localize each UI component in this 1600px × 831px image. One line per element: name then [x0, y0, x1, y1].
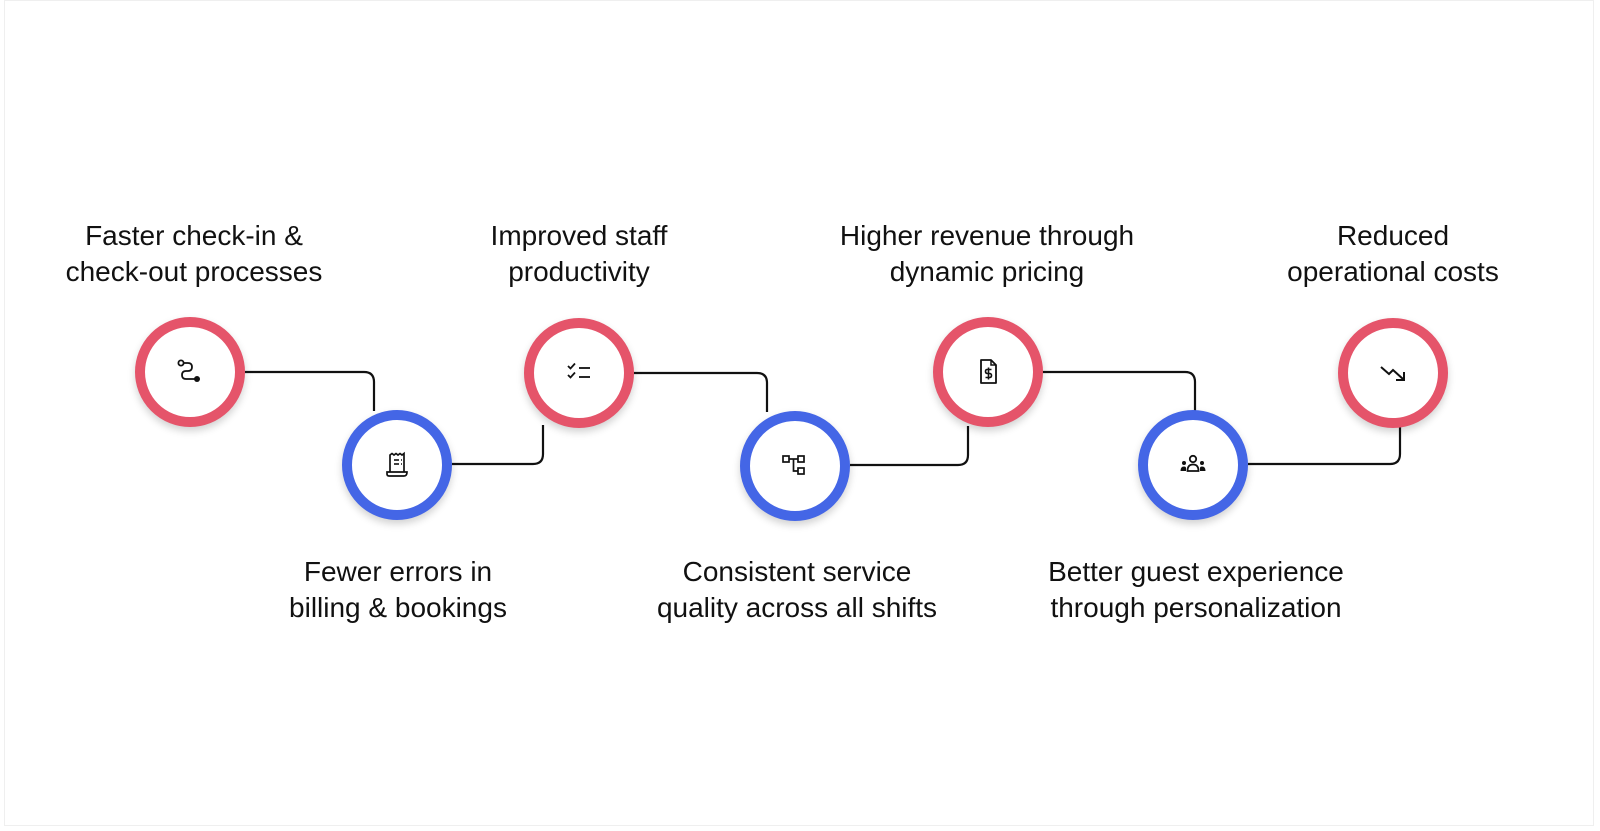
step-2-line1: Fewer errors in — [303, 556, 493, 587]
step-3-line1: Improved staff — [490, 220, 668, 251]
step-2-node — [342, 410, 452, 520]
step-2-line2: billing & bookings — [289, 592, 507, 623]
connector-6-7 — [1248, 426, 1402, 466]
step-1-line1: Faster check-in & — [85, 220, 303, 251]
step-1-label: Faster check-in & check-out processes — [14, 218, 374, 290]
step-3-label: Improved staff productivity — [399, 218, 759, 290]
step-6-line2: through personalization — [1050, 592, 1342, 623]
connector-4-5 — [850, 426, 970, 467]
trend-down-icon — [1380, 366, 1405, 381]
diagram-frame — [4, 0, 1594, 826]
step-1-node — [135, 317, 245, 427]
step-4-label: Consistent service quality across all sh… — [617, 554, 977, 626]
step-4-line2: quality across all shifts — [656, 592, 938, 623]
route-icon — [177, 359, 200, 382]
invoice-dollar-icon — [980, 359, 997, 384]
connector-5-6 — [1042, 370, 1197, 411]
step-6-line1: Better guest experience — [1048, 556, 1344, 587]
step-2-label: Fewer errors in billing & bookings — [218, 554, 578, 626]
step-3-line2: productivity — [508, 256, 650, 287]
step-7-line1: Reduced — [1336, 220, 1450, 251]
step-5-label: Higher revenue through dynamic pricing — [807, 218, 1167, 290]
step-5-node — [933, 317, 1043, 427]
step-6-label: Better guest experience through personal… — [1016, 554, 1376, 626]
receipt-icon — [386, 451, 408, 477]
connector-2-3 — [452, 425, 545, 466]
step-6-node — [1138, 410, 1248, 520]
step-7-line2: operational costs — [1287, 256, 1499, 287]
step-4-line1: Consistent service — [682, 556, 912, 587]
group-icon — [1180, 454, 1206, 472]
step-5-line2: dynamic pricing — [889, 256, 1085, 287]
step-7-node — [1338, 318, 1448, 428]
checklist-icon — [567, 362, 590, 379]
connector-1-2 — [245, 370, 376, 411]
step-5-line1: Higher revenue through — [839, 220, 1135, 251]
step-4-node — [740, 411, 850, 521]
step-7-label: Reduced operational costs — [1213, 218, 1573, 290]
step-1-line2: check-out processes — [65, 256, 323, 287]
step-3-node — [524, 318, 634, 428]
connector-3-4 — [634, 371, 769, 412]
hierarchy-icon — [782, 455, 805, 475]
